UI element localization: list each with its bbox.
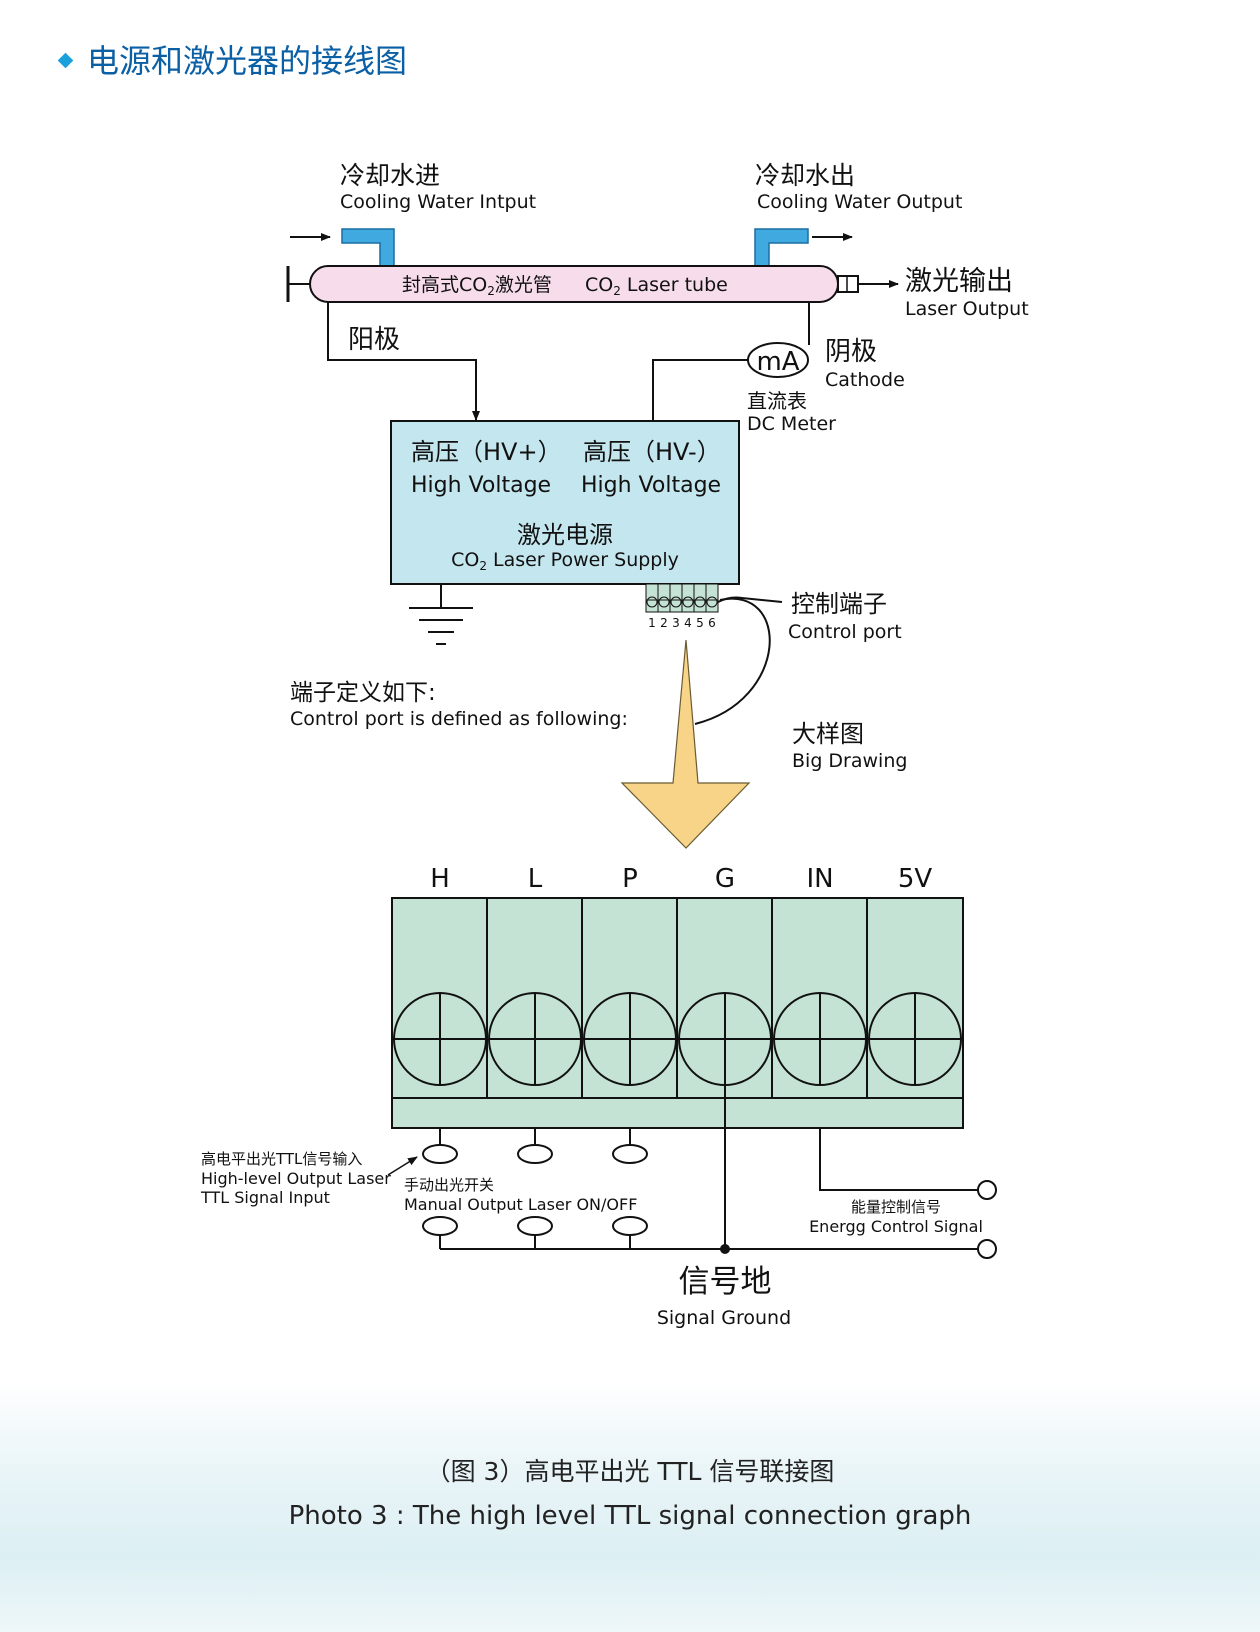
- earth-ground-icon: [409, 584, 473, 645]
- dc-meter-symbol: [747, 342, 809, 378]
- water-in-label-en: Cooling Water Intput: [340, 191, 536, 213]
- terminal-screw-p: [583, 992, 677, 1086]
- tube-output-window: [837, 275, 859, 293]
- big-drawing-label-zh: 大样图: [792, 720, 864, 748]
- enlarge-arrow: [620, 639, 751, 849]
- anode-label: 阳极: [348, 325, 400, 355]
- hv-plus-label-zh: 高压（HV+）: [411, 438, 562, 466]
- control-port-small: [645, 583, 719, 613]
- terminal-screw-5v: [868, 992, 962, 1086]
- control-port-pin-5: 5: [696, 616, 704, 630]
- terminal-screw-h: [393, 992, 487, 1086]
- control-port-pin-1: 1: [648, 616, 656, 630]
- water-out-pipe: [754, 228, 809, 267]
- terminal-label-l: L: [528, 864, 543, 894]
- high-level-input-label-en2: TTL Signal Input: [200, 1188, 330, 1207]
- switch-pad-l: [517, 1216, 553, 1236]
- power-supply-name-en: CO2 Laser Power Supply: [451, 549, 679, 573]
- control-port-pin-3: 3: [672, 616, 680, 630]
- input-pad-l: [517, 1144, 553, 1164]
- control-port-pin-6: 6: [708, 616, 716, 630]
- anode-wire: [327, 302, 480, 421]
- terminal-label-p: P: [622, 864, 638, 894]
- terminal-screw-g: [678, 992, 772, 1086]
- laser-output-label-en: Laser Output: [905, 298, 1029, 320]
- signal-ground-terminal: [977, 1239, 997, 1259]
- big-drawing-callout-curve: [694, 597, 771, 725]
- terminal-screw-in: [773, 992, 867, 1086]
- power-supply-name-zh: 激光电源: [517, 521, 613, 549]
- tube-label-en: CO2 Laser tube: [585, 274, 728, 298]
- water-in-pipe: [341, 228, 395, 267]
- figure-caption-zh: （图 3）高电平出光 TTL 信号联接图: [425, 1457, 835, 1486]
- dc-meter-unit: mA: [756, 347, 799, 377]
- cathode-label-en: Cathode: [825, 369, 905, 391]
- energy-control-label-en: Energg Control Signal: [809, 1217, 983, 1236]
- control-port-pin-4: 4: [684, 616, 692, 630]
- dc-meter-label-zh: 直流表: [747, 389, 807, 413]
- water-out-label-en: Cooling Water Output: [757, 191, 962, 213]
- energy-control-label-zh: 能量控制信号: [851, 1198, 941, 1216]
- signal-ground-label-zh: 信号地: [679, 1264, 772, 1300]
- port-definition-zh: 端子定义如下:: [290, 680, 436, 706]
- footer-gradient-background: [0, 1380, 1260, 1632]
- hv-minus-label-en: High Voltage: [581, 473, 721, 498]
- high-level-input-label-en1: High-level Output Laser: [201, 1169, 391, 1188]
- ground-junction-dot: [720, 1244, 730, 1254]
- laser-output-label-zh: 激光输出: [905, 266, 1013, 297]
- manual-switch-label-en: Manual Output Laser ON/OFF: [404, 1195, 637, 1214]
- port-definition-en: Control port is defined as following:: [290, 708, 628, 730]
- terminal-wiring: [439, 1085, 978, 1250]
- high-level-input-pointer: [387, 1156, 418, 1176]
- signal-ground-label-en: Signal Ground: [657, 1307, 791, 1329]
- terminal-label-g: G: [715, 864, 735, 894]
- energy-control-terminal: [977, 1180, 997, 1200]
- input-pad-p: [612, 1144, 648, 1164]
- high-level-input-label-zh: 高电平出光TTL信号输入: [201, 1150, 362, 1168]
- control-port-label-en: Control port: [788, 621, 902, 643]
- figure-caption-en: Photo 3 : The high level TTL signal conn…: [288, 1501, 972, 1531]
- water-in-label-zh: 冷却水进: [340, 161, 440, 190]
- terminal-screw-l: [488, 992, 582, 1086]
- cathode-label-zh: 阴极: [825, 337, 877, 367]
- terminal-label-5v: 5V: [898, 864, 933, 894]
- input-pad-h: [422, 1144, 458, 1164]
- water-out-label-zh: 冷却水出: [755, 161, 855, 190]
- power-supply-box: [390, 420, 740, 585]
- page-title: 电源和激光器的接线图: [87, 42, 408, 80]
- control-port-pin-2: 2: [660, 616, 668, 630]
- switch-pad-p: [612, 1216, 648, 1236]
- dc-meter-label-en: DC Meter: [747, 413, 836, 435]
- tube-label-zh: 封高式CO2激光管: [402, 274, 552, 298]
- terminal-label-in: IN: [806, 864, 833, 894]
- hv-minus-label-zh: 高压（HV-）: [583, 438, 721, 466]
- page-heading: 电源和激光器的接线图: [57, 36, 408, 82]
- switch-pad-h: [422, 1216, 458, 1236]
- hv-plus-label-en: High Voltage: [411, 473, 551, 498]
- terminal-block: [391, 897, 964, 1129]
- cathode-wire-lower: [652, 359, 748, 420]
- terminal-label-h: H: [430, 864, 450, 894]
- laser-tube: [309, 265, 839, 303]
- manual-switch-label-zh: 手动出光开关: [404, 1176, 494, 1194]
- control-port-label-zh: 控制端子: [791, 590, 887, 618]
- big-drawing-label-en: Big Drawing: [792, 750, 907, 772]
